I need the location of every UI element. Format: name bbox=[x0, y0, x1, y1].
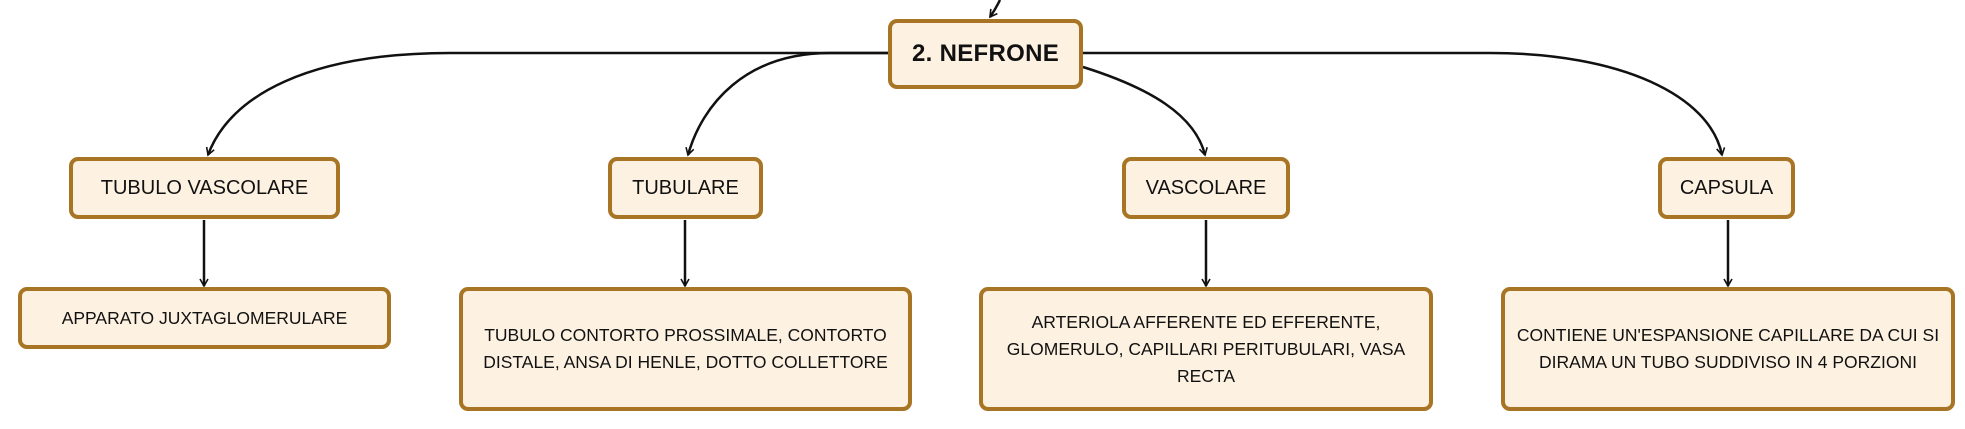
detail-node-text: TUBULO CONTORTO PROSSIMALE, CONTORTO DIS… bbox=[483, 325, 888, 372]
detail-node-text: APPARATO JUXTAGLOMERULARE bbox=[61, 307, 348, 328]
branch-node-vascolare[interactable]: VASCOLARE bbox=[1122, 157, 1290, 219]
branch-node-label: VASCOLARE bbox=[1145, 176, 1267, 199]
branch-node-tubulare[interactable]: TUBULARE bbox=[608, 157, 763, 219]
root-node-label: 2. NEFRONE bbox=[911, 40, 1060, 67]
root-node[interactable]: 2. NEFRONE bbox=[888, 19, 1083, 89]
branch-node-label: TUBULARE bbox=[632, 176, 739, 199]
branch-node-tubulo-vascolare[interactable]: TUBULO VASCOLARE bbox=[69, 157, 340, 219]
detail-node-capsula[interactable]: CONTIENE UN'ESPANSIONE CAPILLARE DA CUI … bbox=[1501, 287, 1955, 411]
detail-node-tubulare[interactable]: TUBULO CONTORTO PROSSIMALE, CONTORTO DIS… bbox=[459, 287, 912, 411]
branch-node-capsula[interactable]: CAPSULA bbox=[1658, 157, 1795, 219]
detail-node-text: ARTERIOLA AFFERENTE ED EFFERENTE, GLOMER… bbox=[1006, 311, 1406, 386]
edge-root-tubulo-vascolare bbox=[205, 51, 888, 157]
edge-root-vascolare bbox=[1082, 65, 1208, 157]
incoming-edge bbox=[988, 0, 1002, 19]
detail-node-text: CONTIENE UN'ESPANSIONE CAPILLARE DA CUI … bbox=[1516, 325, 1940, 372]
detail-node-tubulo-vascolare[interactable]: APPARATO JUXTAGLOMERULARE bbox=[18, 287, 391, 349]
edge-root-tubulare bbox=[685, 51, 888, 157]
edge-root-capsula bbox=[1083, 51, 1726, 157]
detail-node-vascolare[interactable]: ARTERIOLA AFFERENTE ED EFFERENTE, GLOMER… bbox=[979, 287, 1433, 411]
branch-node-label: TUBULO VASCOLARE bbox=[100, 176, 309, 199]
branch-node-label: CAPSULA bbox=[1679, 176, 1774, 199]
